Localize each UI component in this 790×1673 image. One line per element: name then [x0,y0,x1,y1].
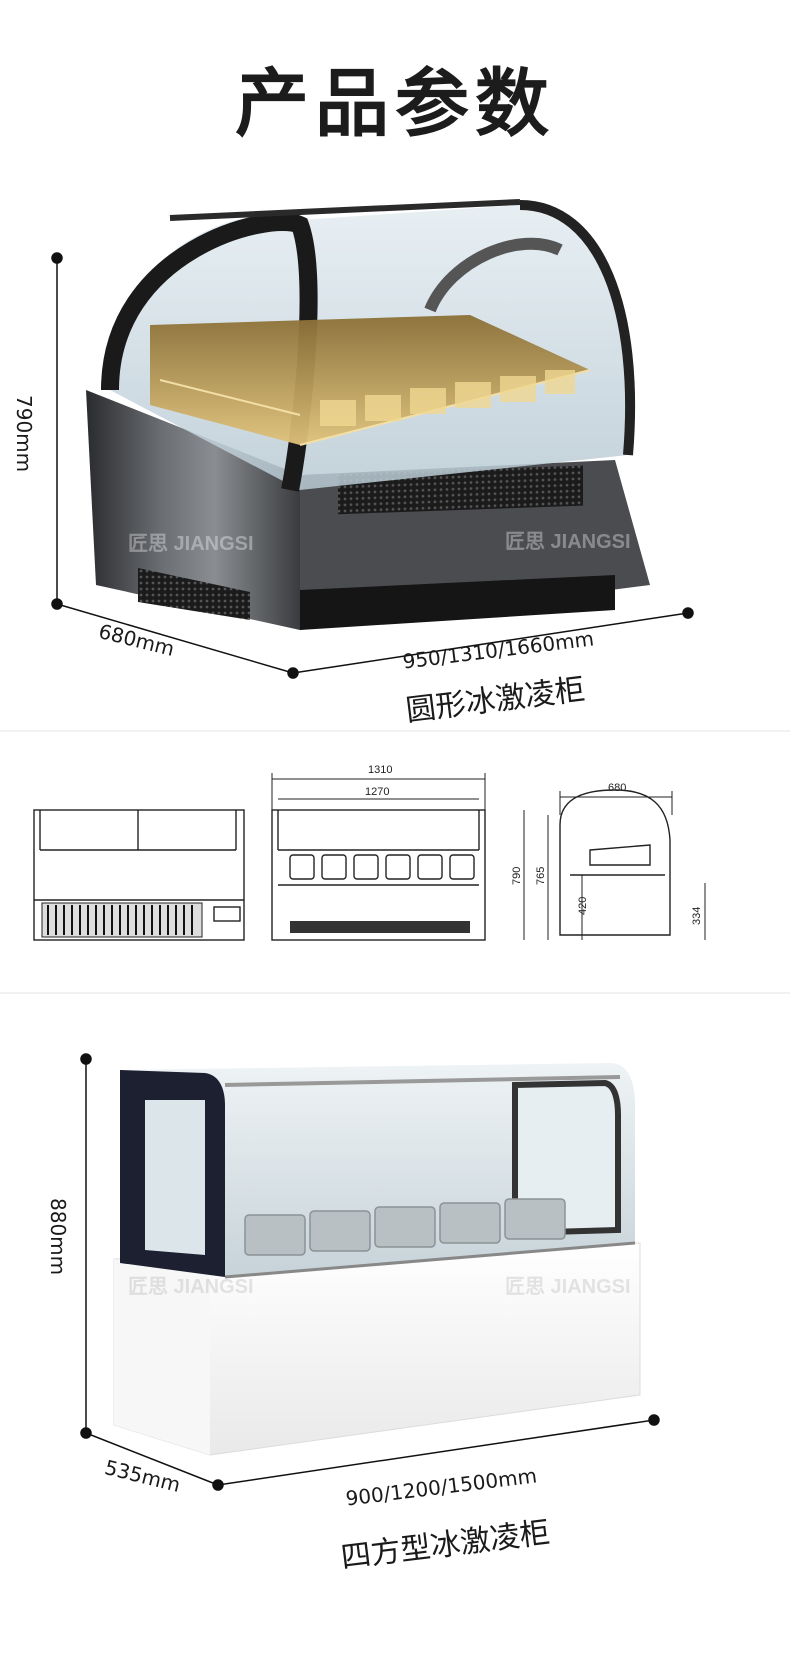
height-label: 880mm [46,1198,70,1276]
dimension-lines [80,1053,660,1491]
side-h4-dim: 334 [691,907,703,925]
square-cabinet-illustration: 匠思 JIANGSI 匠思 JIANGSI [80,1053,660,1491]
divider [0,992,790,994]
round-cabinet-illustration: 匠思 JIANGSI 匠思 JIANGSI [51,199,694,679]
front-inner-dim: 1270 [365,786,389,798]
side-h1-dim: 790 [511,867,523,885]
side-top-dim: 680 [608,782,626,794]
height-label: 790mm [12,395,36,473]
front-top-dim: 1310 [368,764,392,776]
technical-drawings: 1310 1270 680 790 765 420 334 [33,764,706,941]
lower-vent [138,568,250,620]
gold-pan-tray [150,315,590,445]
svg-text:匠思 JIANGSI: 匠思 JIANGSI [128,532,254,555]
svg-text:匠思 JIANGSI: 匠思 JIANGSI [505,530,631,553]
dimension-lines [51,252,694,679]
side-h2-dim: 765 [535,867,547,885]
divider [0,730,790,732]
svg-text:匠思 JIANGSI: 匠思 JIANGSI [505,1275,631,1298]
svg-text:匠思 JIANGSI: 匠思 JIANGSI [128,1275,254,1298]
side-h3-dim: 420 [577,897,589,915]
page-title: 产品参数 [235,61,555,147]
